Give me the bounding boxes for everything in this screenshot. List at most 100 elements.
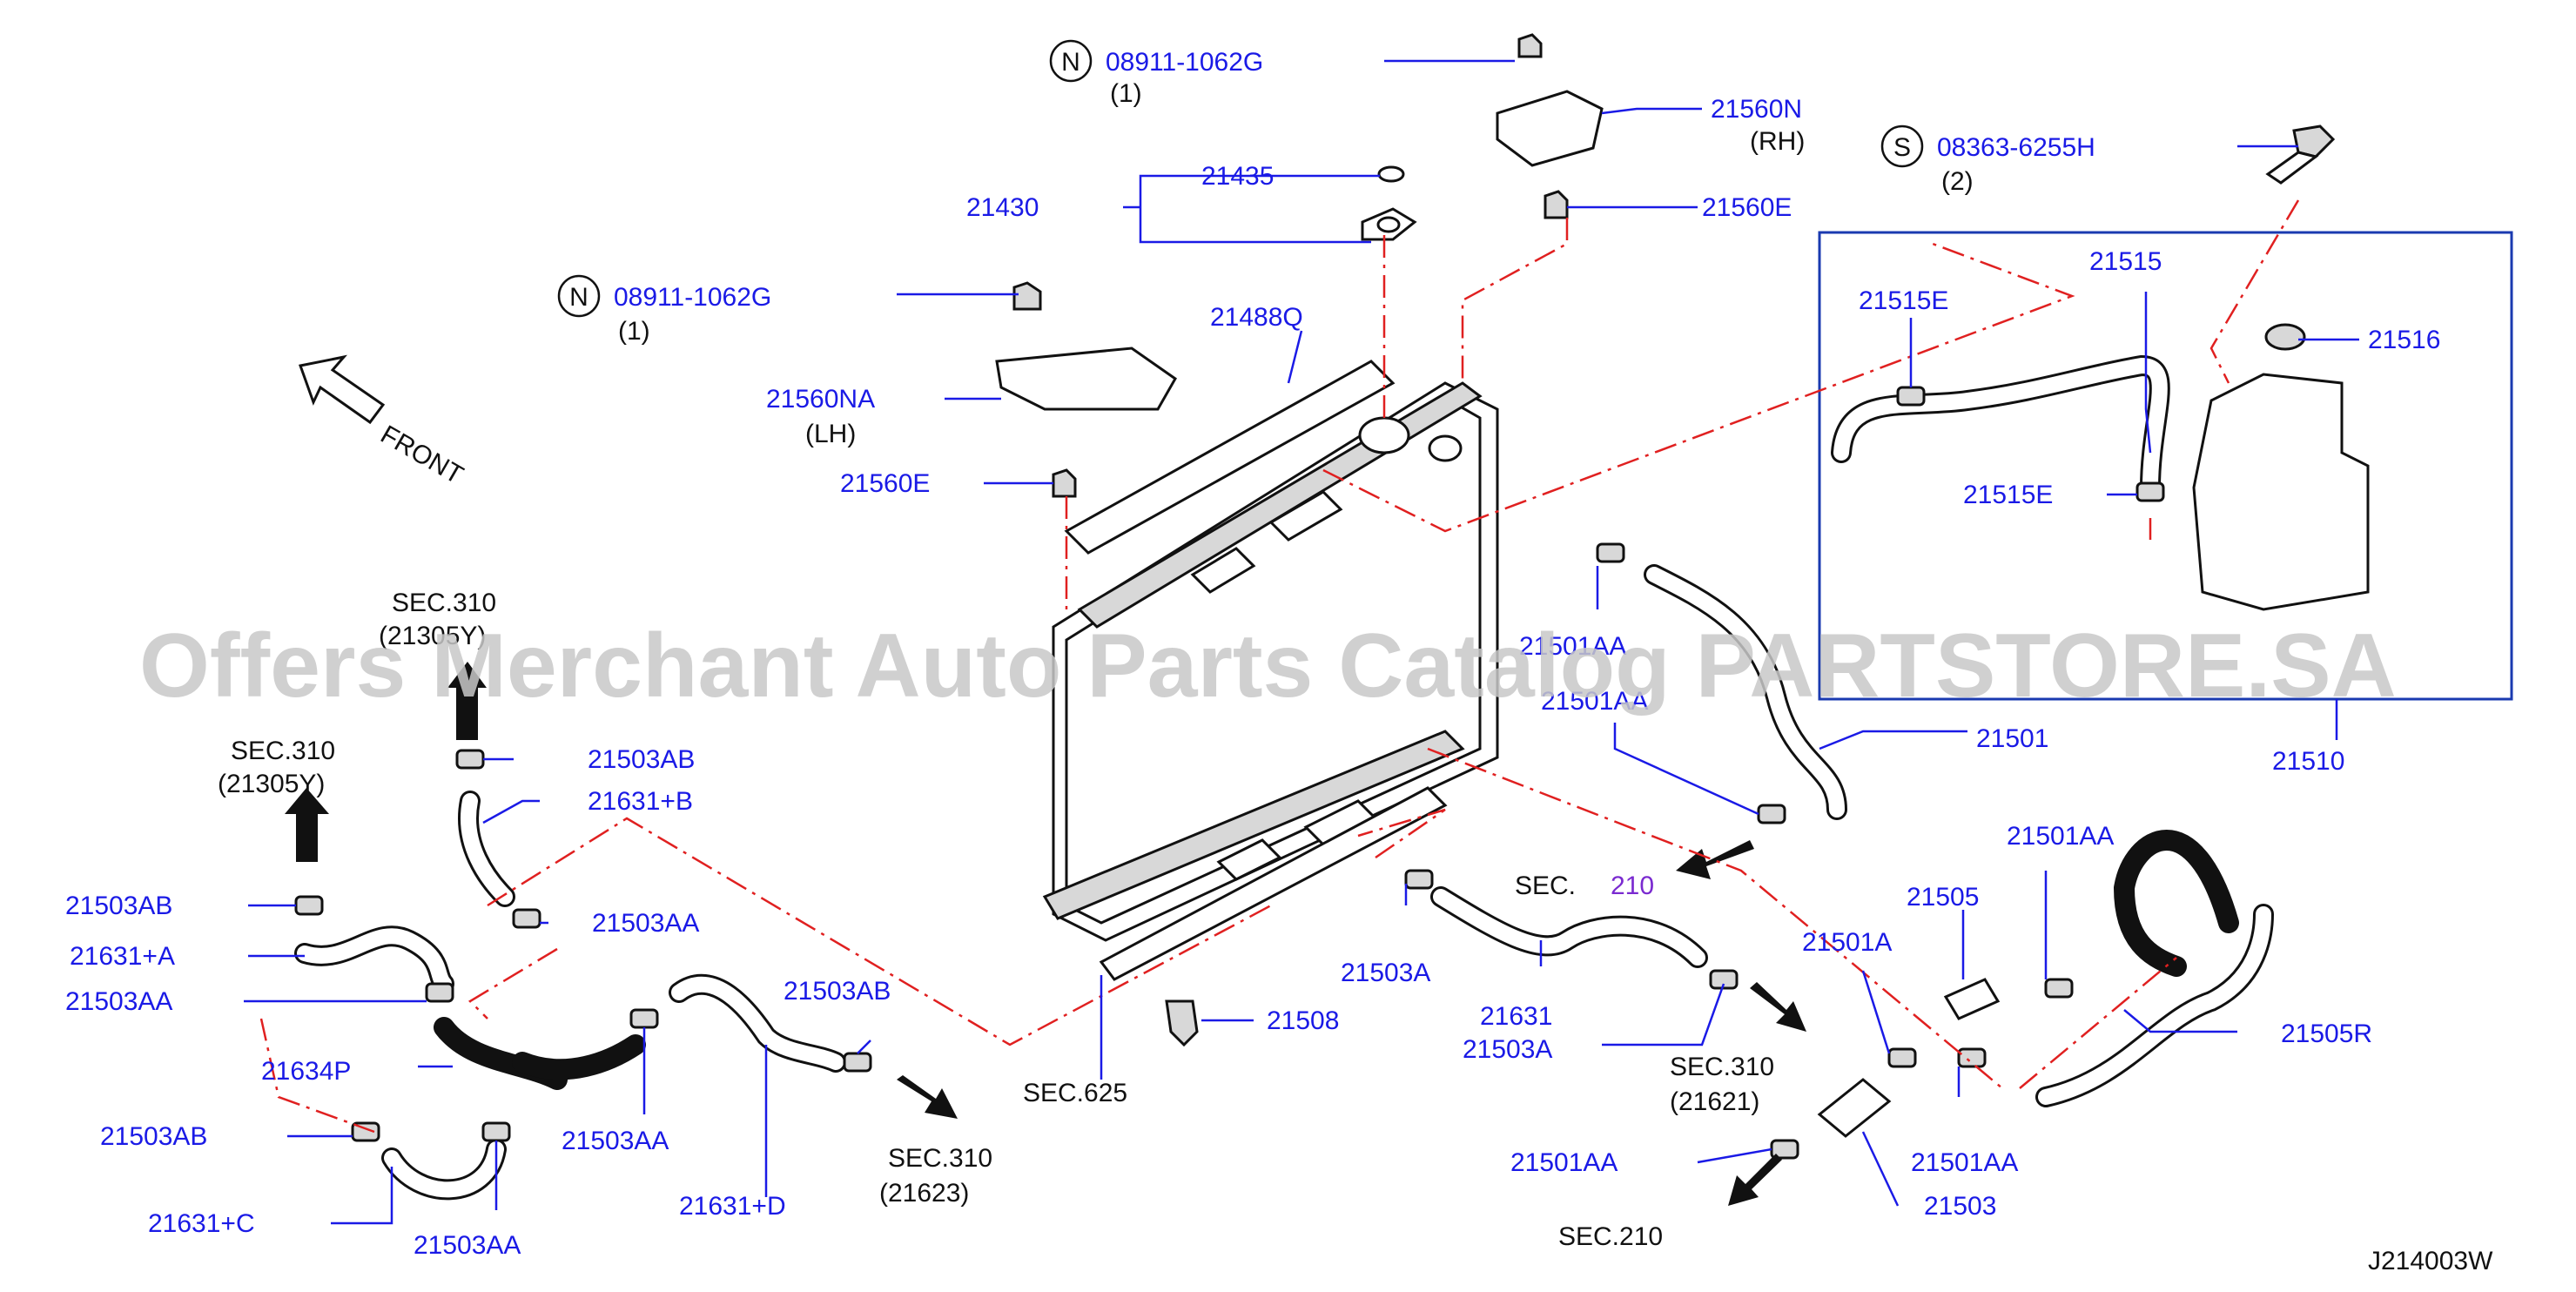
label-21503AB-a: 21503AB (588, 745, 695, 774)
label-21501: 21501 (1976, 724, 2048, 753)
arrow-sec310-c (1750, 982, 1806, 1032)
label-21510: 21510 (2272, 747, 2344, 776)
label-21505: 21505 (1907, 883, 1979, 912)
label-21503AA-a: 21503AA (65, 987, 172, 1016)
label-21503AA-b: 21503AA (592, 909, 699, 938)
arrow-sec310-d (897, 1075, 958, 1119)
label-sec210-a: SEC. (1515, 871, 1576, 900)
label-21508: 21508 (1267, 1006, 1339, 1035)
label-21515E-b: 21515E (1963, 481, 2053, 509)
label-21515: 21515 (2089, 247, 2162, 276)
reference-dash-lines (259, 199, 2300, 1134)
radiator-cap-21430 (1361, 207, 1417, 241)
drain-plug-21508 (1165, 999, 1199, 1047)
label-08911-1062G-top: 08911-1062G (1106, 48, 1263, 77)
clamp-21503AB-right (843, 1052, 872, 1073)
clamp-21503AB-left (294, 895, 324, 916)
label-sec310-d-sub: (21623) (879, 1179, 969, 1208)
label-08363-6255H: 08363-6255H (1937, 133, 2095, 162)
mark-circle-08363: S (1880, 124, 1924, 168)
leader-lines (244, 59, 2359, 1225)
label-21503AB-c: 21503AB (784, 977, 891, 1006)
label-21503: 21503 (1924, 1192, 1996, 1221)
arrow-sec310-a (447, 662, 487, 740)
label-21631A: 21631+A (70, 942, 175, 971)
label-21501AA-e: 21501AA (1911, 1148, 2018, 1177)
clamp-21503AA-a (512, 908, 541, 929)
label-21505R: 21505R (2281, 1019, 2372, 1048)
radiator-upper-seal (1064, 360, 1396, 555)
pipe-21634P (434, 1017, 646, 1090)
label-sec310-a: SEC.310 (392, 589, 496, 617)
upper-radiator-hose-21501 (1644, 564, 1847, 820)
mark-circle-08911-top: N (1049, 39, 1093, 83)
label-21515E-a: 21515E (1859, 286, 1948, 315)
arrow-sec210-b (1728, 1154, 1782, 1206)
label-08911-mid-qty: (1) (618, 317, 650, 346)
label-21503AA-c: 21503AA (562, 1127, 669, 1155)
arrow-sec210-a (1676, 840, 1754, 879)
clamp-21501A (1887, 1047, 1917, 1068)
clamp-21501AA-d (1957, 1047, 1987, 1068)
mount-bracket-lh (995, 281, 1177, 498)
label-21430: 21430 (966, 193, 1039, 222)
label-21631C: 21631+C (148, 1209, 255, 1238)
clamp-21503A-a (1404, 869, 1434, 890)
clamp-21515E-a (1896, 386, 1926, 407)
label-21516: 21516 (2368, 326, 2440, 354)
label-sec310-d: SEC.310 (888, 1144, 992, 1173)
label-21501A: 21501A (1802, 928, 1892, 957)
label-21501AA-b: 21501AA (1541, 687, 1648, 716)
mark-circle-08911-mid: N (557, 274, 601, 318)
label-21631D: 21631+D (679, 1192, 786, 1221)
clamp-21503AA-c (481, 1121, 511, 1142)
label-sec310-b-sub: (21305Y) (218, 770, 325, 798)
label-21631: 21631 (1480, 1002, 1552, 1031)
label-21634P: 21634P (261, 1057, 351, 1086)
clamp-21503AB-upper (455, 749, 485, 770)
label-21488Q: 21488Q (1210, 303, 1303, 332)
label-sec210-b: SEC.210 (1558, 1222, 1663, 1251)
label-08911-top-qty: (1) (1110, 79, 1142, 108)
label-21560N-side: (RH) (1750, 127, 1805, 156)
label-21560NA-side: (LH) (805, 420, 856, 448)
label-21560E-mid: 21560E (840, 469, 930, 498)
label-21503AA-d: 21503AA (414, 1231, 521, 1260)
front-direction-arrow (299, 354, 386, 425)
clamp-21501AA-b (1757, 804, 1786, 824)
label-21435: 21435 (1201, 162, 1274, 191)
label-21560NA: 21560NA (766, 385, 875, 414)
clamp-21501AA-c (2044, 978, 2074, 999)
label-21503AB-b: 21503AB (65, 892, 172, 920)
label-sec310-a-sub: (21305Y) (379, 622, 486, 650)
label-21503A-b: 21503A (1463, 1035, 1552, 1064)
label-21631B: 21631+B (588, 787, 693, 816)
svg-text:N: N (1061, 48, 1080, 77)
radiator-cap (1358, 416, 1463, 462)
label-sec310-c-sub: (21621) (1670, 1087, 1759, 1116)
heater-hose-21631A (294, 925, 454, 994)
heater-hose-21631C (381, 1139, 507, 1201)
front-label: FRONT (376, 420, 468, 489)
label-08363-qty: (2) (1941, 167, 1974, 196)
clamp-21503AA-d (629, 1008, 659, 1029)
radiator-core (1042, 381, 1499, 942)
clamp-21503AB-lower (351, 1121, 380, 1142)
heater-hose-21631B (458, 791, 515, 907)
label-21503A-a: 21503A (1341, 959, 1430, 987)
hose-21631 (1430, 886, 1708, 968)
heater-hose-21631D (669, 973, 846, 1073)
diagram-code: J214003W (2368, 1247, 2493, 1275)
mount-bracket-rh (1496, 33, 1604, 219)
label-21501AA-a: 21501AA (1519, 632, 1626, 661)
label-21560E-top: 21560E (1702, 193, 1792, 222)
reservoir-group-box (1818, 231, 2513, 701)
bolt-08363 (2265, 124, 2336, 185)
clamp-21503A-b (1709, 969, 1739, 990)
arrow-sec310-b (285, 788, 329, 862)
lower-radiator-hose-21505R (2035, 830, 2274, 1107)
hose-21505 (1943, 978, 2001, 1020)
watermark: Offers Merchant Auto Parts Catalog PARTS… (139, 616, 2397, 717)
label-sec310-c: SEC.310 (1670, 1053, 1774, 1081)
